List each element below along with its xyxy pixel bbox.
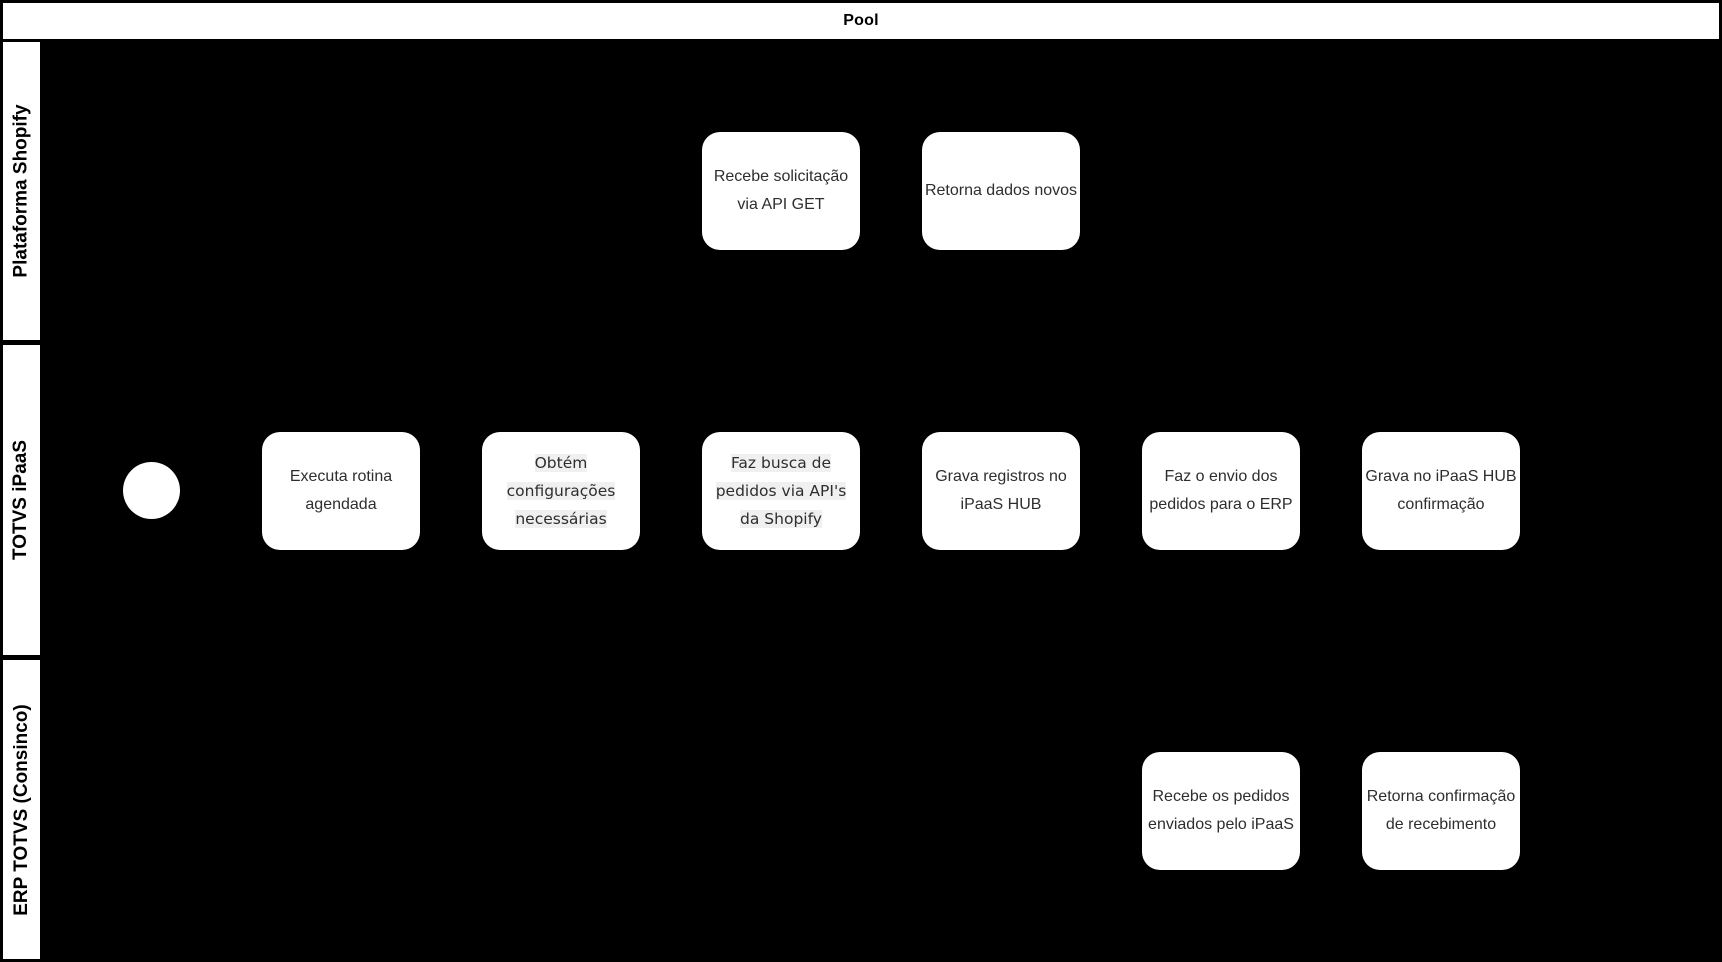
task-label-wrap: Retorna confirmação de recebimento bbox=[1362, 783, 1520, 839]
lane-erp-totvs-consinco: ERP TOTVS (Consinco) bbox=[3, 660, 40, 959]
task-faz-envio-dos-pedidos-erp[interactable]: Faz o envio dos pedidos para o ERP bbox=[1142, 432, 1300, 550]
task-executa-rotina-agendada[interactable]: Executa rotina agendada bbox=[262, 432, 420, 550]
lane-plataforma-shopify-label: Plataforma Shopify bbox=[10, 104, 32, 278]
task-label: Retorna confirmação de recebimento bbox=[1366, 788, 1516, 833]
task-label-wrap: Faz busca de pedidos via API's da Shopif… bbox=[702, 449, 860, 533]
pool-title: Pool bbox=[843, 12, 879, 29]
task-label-wrap: Grava registros no iPaaS HUB bbox=[922, 463, 1080, 519]
lane-erp-totvs-consinco-label: ERP TOTVS (Consinco) bbox=[10, 703, 32, 916]
task-label: Retorna dados novos bbox=[924, 182, 1078, 199]
task-label-wrap: Recebe solicitação via API GET bbox=[702, 163, 860, 219]
lane-totvs-ipaas: TOTVS iPaaS bbox=[3, 345, 40, 655]
task-label-wrap: Retorna dados novos bbox=[922, 177, 1080, 205]
task-label: Recebe solicitação via API GET bbox=[713, 168, 849, 213]
task-faz-busca-de-pedidos[interactable]: Faz busca de pedidos via API's da Shopif… bbox=[702, 432, 860, 550]
task-label: Obtém configurações necessárias bbox=[506, 454, 616, 528]
task-label-wrap: Obtém configurações necessárias bbox=[482, 449, 640, 533]
task-grava-registros-no-ipaas-hub[interactable]: Grava registros no iPaaS HUB bbox=[922, 432, 1080, 550]
lane-totvs-ipaas-label: TOTVS iPaaS bbox=[10, 439, 32, 561]
task-label: Executa rotina agendada bbox=[289, 468, 393, 513]
task-label-wrap: Grava no iPaaS HUB confirmação bbox=[1362, 463, 1520, 519]
task-retorna-confirmacao-recebimento[interactable]: Retorna confirmação de recebimento bbox=[1362, 752, 1520, 870]
task-recebe-solicitacao-via-api-get[interactable]: Recebe solicitação via API GET bbox=[702, 132, 860, 250]
task-obtem-configuracoes-necessarias[interactable]: Obtém configurações necessárias bbox=[482, 432, 640, 550]
task-label-wrap: Recebe os pedidos enviados pelo iPaaS bbox=[1142, 783, 1300, 839]
start-event-circle[interactable] bbox=[123, 462, 180, 519]
task-label-wrap: Executa rotina agendada bbox=[262, 463, 420, 519]
task-label-wrap: Faz o envio dos pedidos para o ERP bbox=[1142, 463, 1300, 519]
task-retorna-dados-novos[interactable]: Retorna dados novos bbox=[922, 132, 1080, 250]
task-recebe-pedidos-enviados-ipaas[interactable]: Recebe os pedidos enviados pelo iPaaS bbox=[1142, 752, 1300, 870]
lane-plataforma-shopify: Plataforma Shopify bbox=[3, 42, 40, 340]
task-label: Faz o envio dos pedidos para o ERP bbox=[1149, 468, 1293, 513]
task-label: Faz busca de pedidos via API's da Shopif… bbox=[715, 454, 847, 528]
task-grava-no-ipaas-hub-confirmacao[interactable]: Grava no iPaaS HUB confirmação bbox=[1362, 432, 1520, 550]
task-label: Recebe os pedidos enviados pelo iPaaS bbox=[1148, 788, 1294, 833]
pool-header: Pool bbox=[3, 3, 1719, 39]
task-label: Grava no iPaaS HUB confirmação bbox=[1365, 468, 1517, 513]
task-label: Grava registros no iPaaS HUB bbox=[935, 468, 1067, 513]
